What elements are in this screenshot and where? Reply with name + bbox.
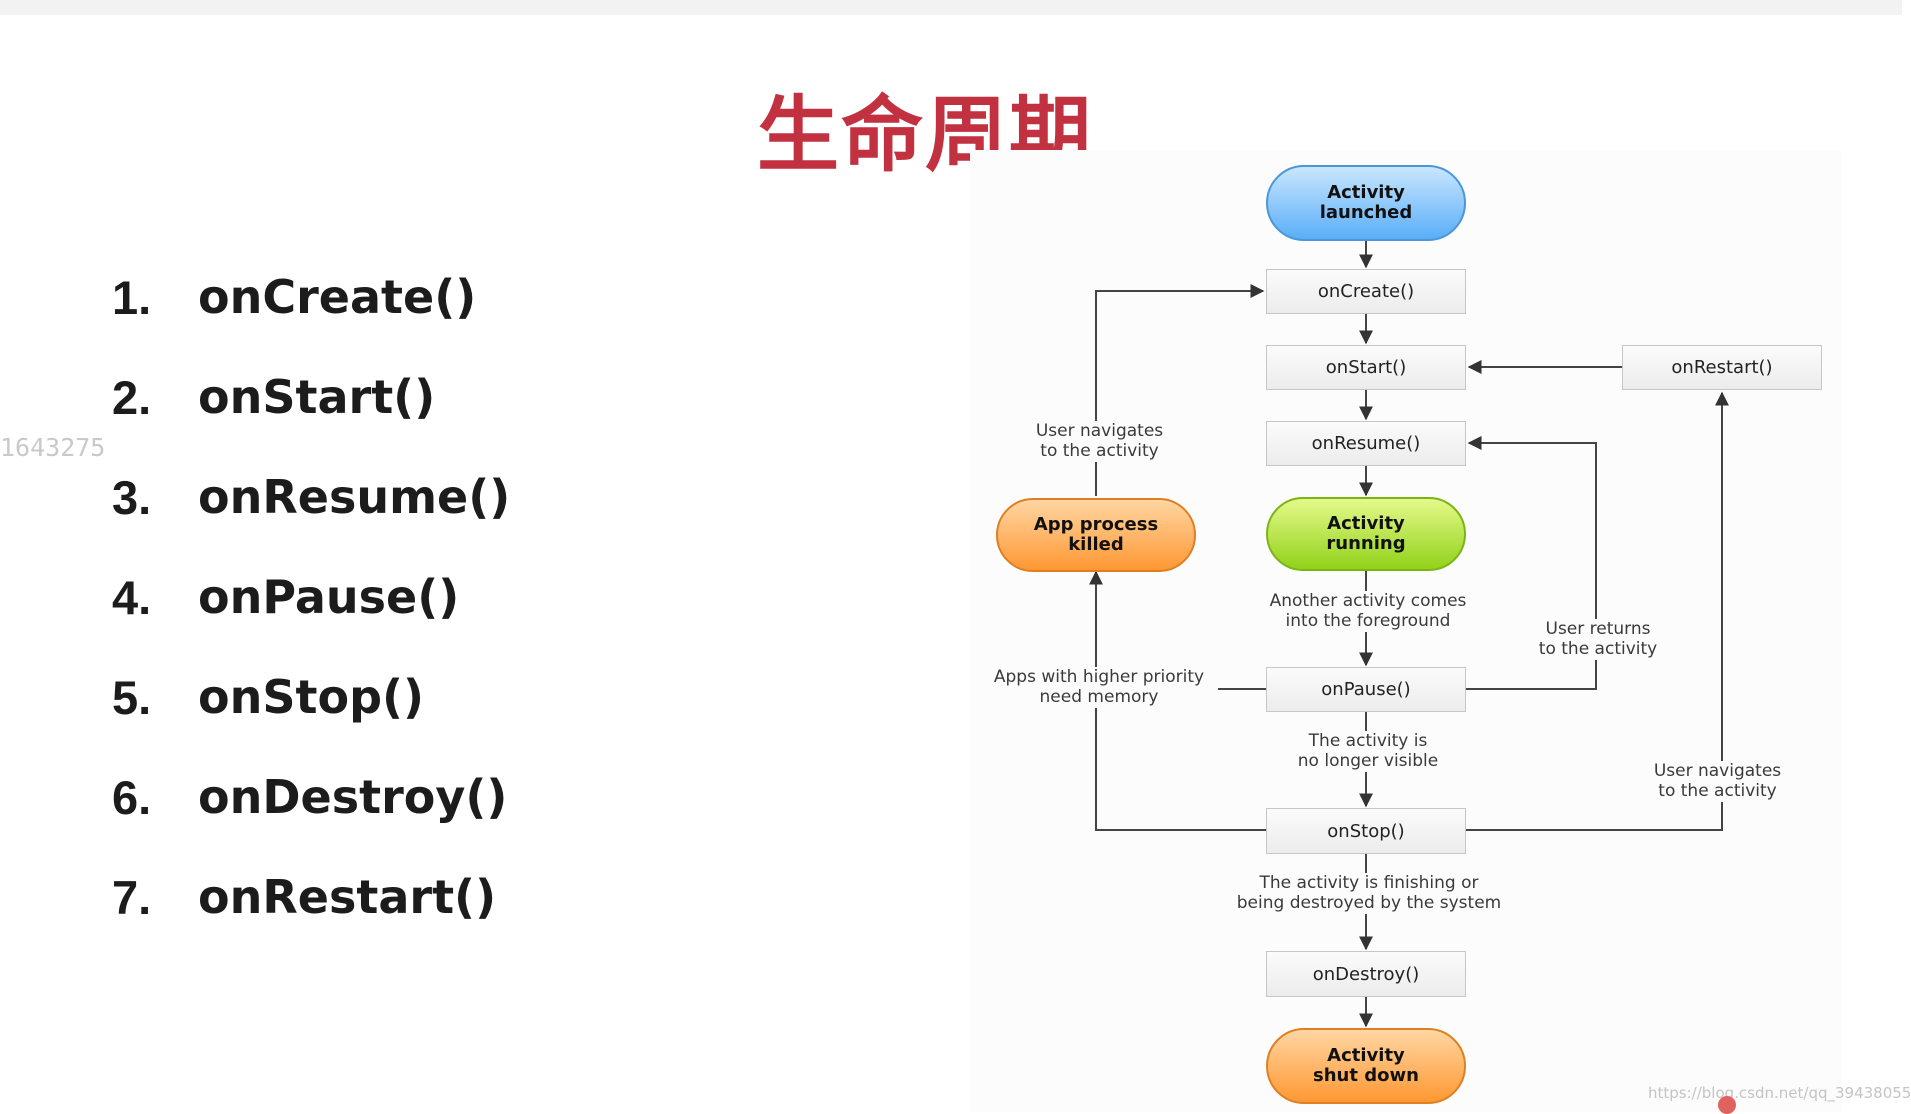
list-item-number: 4. [112,571,152,624]
left-watermark: 1643275 [0,433,106,462]
arrow-onpause-to-onresume [1466,436,1597,690]
list-item-method: onRestart() [198,870,497,924]
oncreate-callback: onCreate() [1266,269,1466,314]
label-user-returns: User returns to the activity [1530,619,1666,660]
onstop-callback: onStop() [1266,808,1466,854]
label-no-longer-visible: The activity is no longer visible [1280,731,1456,772]
onresume-callback: onResume() [1266,421,1466,466]
list-item-method: onStart() [198,370,436,424]
onrestart-callback: onRestart() [1622,345,1822,390]
arrow-onstop-to-onrestart [1466,391,1729,831]
label-user-navigates-right: User navigates to the activity [1638,761,1797,802]
list-item-number: 1. [112,271,152,324]
arrow-onstop-to-process-killed [1089,570,1266,831]
label-finishing-destroyed: The activity is finishing or being destr… [1222,873,1516,914]
list-item-number: 6. [112,771,152,824]
list-item-number: 3. [112,471,152,524]
label-higher-priority-memory: Apps with higher priority need memory [982,667,1216,708]
list-item-method: onDestroy() [198,770,508,824]
top-bar [0,0,1902,15]
list-item-method: onResume() [198,470,511,524]
activity-running-state: Activity running [1266,497,1466,571]
app-process-killed-state: App process killed [996,498,1196,572]
list-item-method: onPause() [198,570,460,624]
list-item-number: 7. [112,871,152,924]
arrow-process-killed-to-oncreate [1095,284,1265,496]
blog-url-watermark: https://blog.csdn.net/qq_39438055 [1648,1084,1911,1102]
logo-icon [1718,1096,1736,1114]
activity-shut-down-state: Activity shut down [1266,1028,1466,1104]
list-item-method: onCreate() [198,270,477,324]
onstart-callback: onStart() [1266,345,1466,390]
list-item-number: 2. [112,371,152,424]
onpause-callback: onPause() [1266,667,1466,712]
label-user-navigates-top: User navigates to the activity [1020,421,1179,462]
ondestroy-callback: onDestroy() [1266,951,1466,997]
list-item-method: onStop() [198,670,425,724]
label-another-activity-foreground: Another activity comes into the foregrou… [1246,591,1490,632]
activity-launched-state: Activity launched [1266,165,1466,241]
list-item-number: 5. [112,671,152,724]
